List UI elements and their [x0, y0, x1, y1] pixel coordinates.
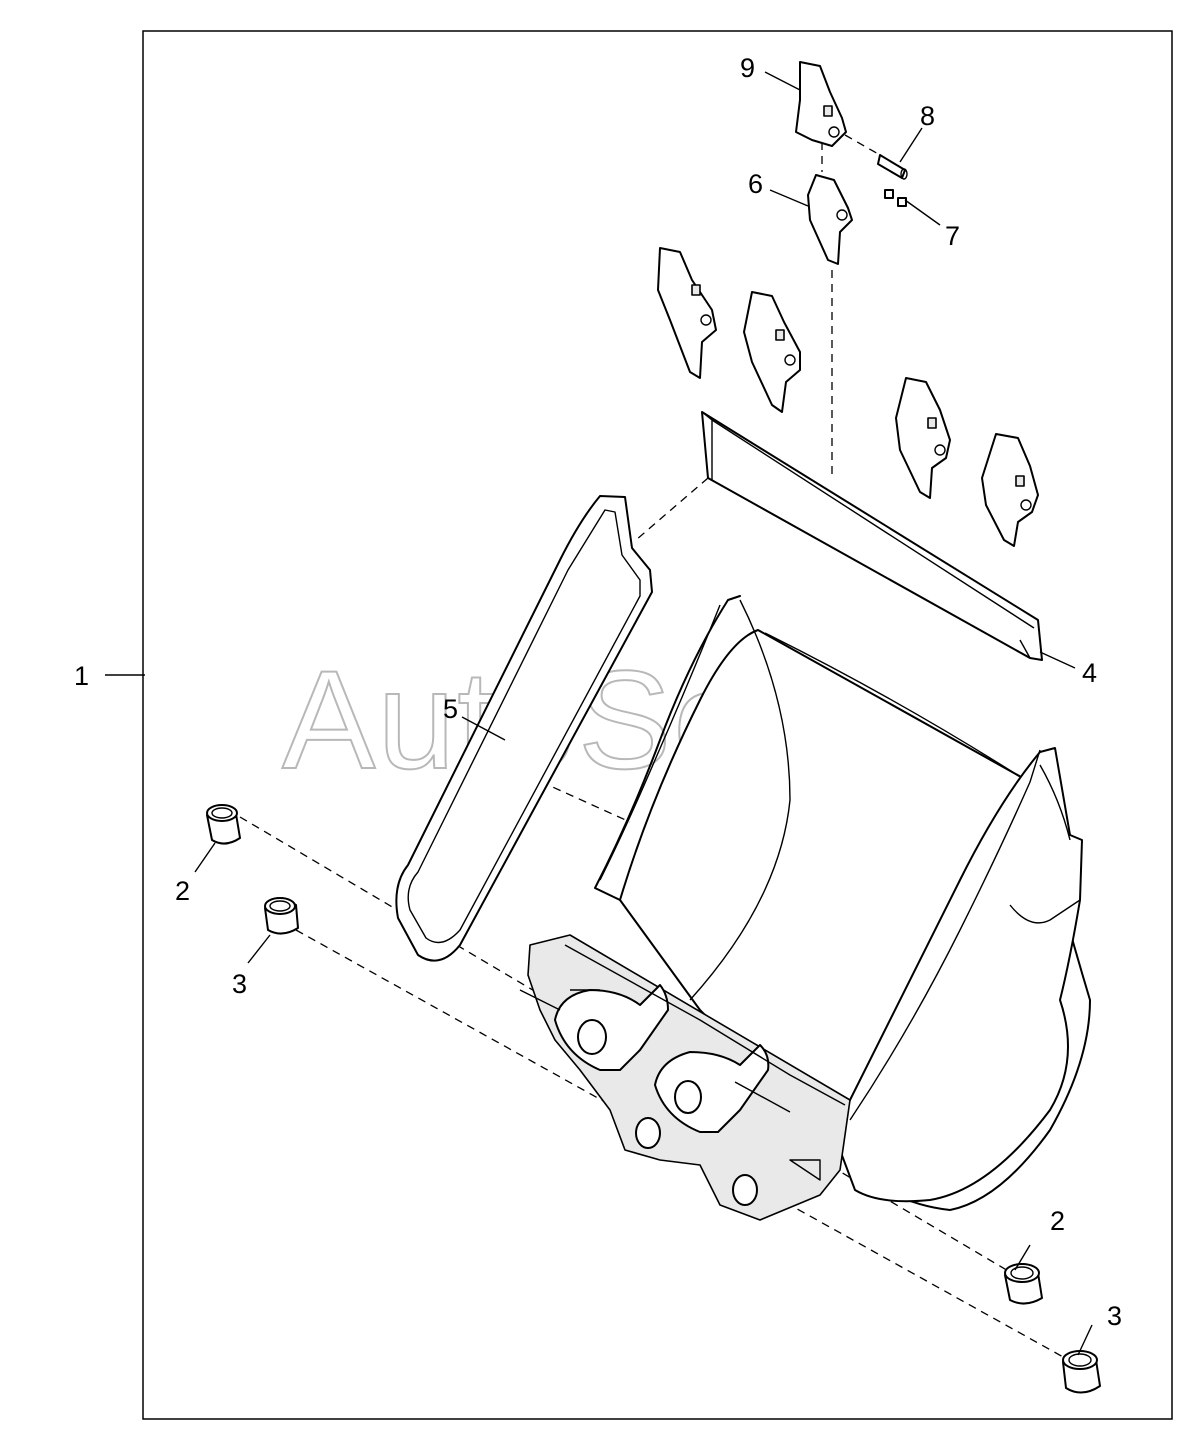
- callout-9: 9: [740, 53, 755, 83]
- tooth-left-1: [657, 247, 717, 379]
- cutting-edge: [701, 411, 1043, 661]
- diagram-frame: [142, 30, 1173, 1420]
- callout-6: 6: [748, 169, 763, 199]
- callout-5: 5: [443, 694, 458, 724]
- tooth-tip-exploded: [795, 61, 847, 147]
- bushing-2-right: [1004, 1263, 1043, 1305]
- callout-2-right: 2: [1050, 1206, 1065, 1236]
- leader-lines: [105, 71, 1093, 1356]
- side-plate-right: [834, 747, 1083, 1203]
- bushing-3-left: [264, 897, 299, 935]
- callout-3-left: 3: [232, 969, 247, 999]
- tooth-adapter-exploded: [807, 174, 853, 265]
- side-cutter-left: [395, 495, 653, 962]
- callout-7: 7: [945, 221, 960, 251]
- callout-2-left: 2: [175, 876, 190, 906]
- callout-8: 8: [920, 101, 935, 131]
- tooth-right-2: [981, 433, 1039, 547]
- bushing-2-left: [206, 804, 241, 845]
- tooth-assemblies: [657, 247, 1039, 547]
- callout-1: 1: [74, 661, 89, 691]
- retainer-washer: [884, 189, 907, 207]
- callout-3-right: 3: [1107, 1301, 1122, 1331]
- callout-4: 4: [1082, 658, 1097, 688]
- bushing-3-right: [1062, 1350, 1101, 1394]
- tooth-left-2: [743, 291, 801, 413]
- tooth-right-1: [895, 377, 951, 499]
- bucket-body: [395, 495, 1091, 1221]
- retaining-pin: [877, 154, 908, 180]
